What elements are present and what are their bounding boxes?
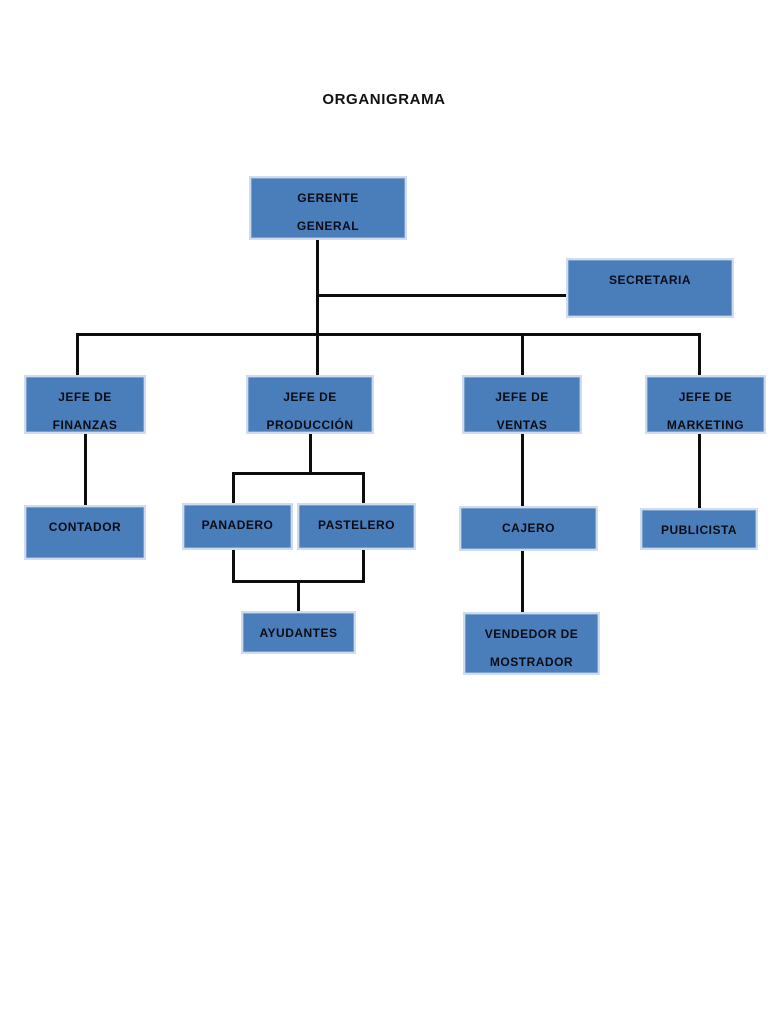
node-jefe-produccion[interactable]: JEFE DE PRODUCCIÓN	[246, 375, 374, 434]
connector-ventas-cajero	[521, 434, 524, 506]
node-panadero[interactable]: PANADERO	[182, 503, 293, 550]
node-gerente-general[interactable]: GERENTE GENERAL	[249, 176, 407, 240]
connector-merge-to-ayudantes	[297, 580, 300, 611]
connector-marketing-publicista	[698, 434, 701, 509]
node-label-line1: SECRETARIA	[608, 273, 692, 287]
node-label-line1: PANADERO	[201, 518, 274, 532]
node-secretaria[interactable]: SECRETARIA	[566, 258, 734, 318]
connector-gerente-secretaria	[316, 294, 568, 297]
node-jefe-ventas[interactable]: JEFE DE VENTAS	[462, 375, 582, 434]
node-label-line1: JEFE DE	[495, 390, 549, 404]
connector-panadero-down	[232, 550, 235, 583]
node-label-line2: MOSTRADOR	[489, 655, 574, 669]
connector-cajero-vendedor	[521, 551, 524, 612]
node-publicista[interactable]: PUBLICISTA	[640, 508, 758, 550]
node-jefe-finanzas[interactable]: JEFE DE FINANZAS	[24, 375, 146, 434]
node-label-line2: FINANZAS	[52, 418, 118, 432]
connector-bus-to-ventas	[521, 333, 524, 376]
node-label-line1: JEFE DE	[678, 390, 733, 404]
node-cajero[interactable]: CAJERO	[459, 506, 598, 551]
node-ayudantes[interactable]: AYUDANTES	[241, 611, 356, 654]
connector-gerente-trunk	[316, 240, 319, 335]
connector-bus-to-produccion	[316, 333, 319, 376]
node-label-line1: CONTADOR	[48, 520, 122, 534]
connector-finanzas-contador	[84, 434, 87, 505]
connector-pastelero-down	[362, 550, 365, 583]
connector-produccion-split-bus	[232, 472, 365, 475]
page-title: ORGANIGRAMA	[322, 91, 446, 108]
node-label-line2: GENERAL	[296, 219, 360, 233]
connector-split-to-panadero	[232, 472, 235, 504]
connector-produccion-stem	[309, 434, 312, 474]
node-label-line1: PUBLICISTA	[660, 523, 738, 537]
node-label-line1: JEFE DE	[58, 390, 112, 404]
node-label-line1: CAJERO	[501, 521, 555, 535]
connector-bus-to-marketing	[698, 333, 701, 376]
node-label-line2: VENTAS	[496, 418, 548, 432]
node-label-line1: PASTELERO	[318, 518, 395, 532]
node-contador[interactable]: CONTADOR	[24, 505, 146, 560]
node-label-line2: PRODUCCIÓN	[266, 418, 354, 432]
connector-split-to-pastelero	[362, 472, 365, 504]
node-label-line1: GERENTE	[297, 191, 359, 205]
connector-bus-to-finanzas	[76, 333, 79, 376]
node-label-line1: JEFE DE	[283, 390, 337, 404]
connector-level1-bus	[76, 333, 700, 336]
node-vendedor-mostrador[interactable]: VENDEDOR DE MOSTRADOR	[463, 612, 600, 675]
node-jefe-marketing[interactable]: JEFE DE MARKETING	[645, 375, 766, 434]
node-pastelero[interactable]: PASTELERO	[297, 503, 416, 550]
node-label-line1: AYUDANTES	[259, 626, 338, 640]
node-label-line1: VENDEDOR DE	[484, 627, 579, 641]
node-label-line2: MARKETING	[666, 418, 745, 432]
